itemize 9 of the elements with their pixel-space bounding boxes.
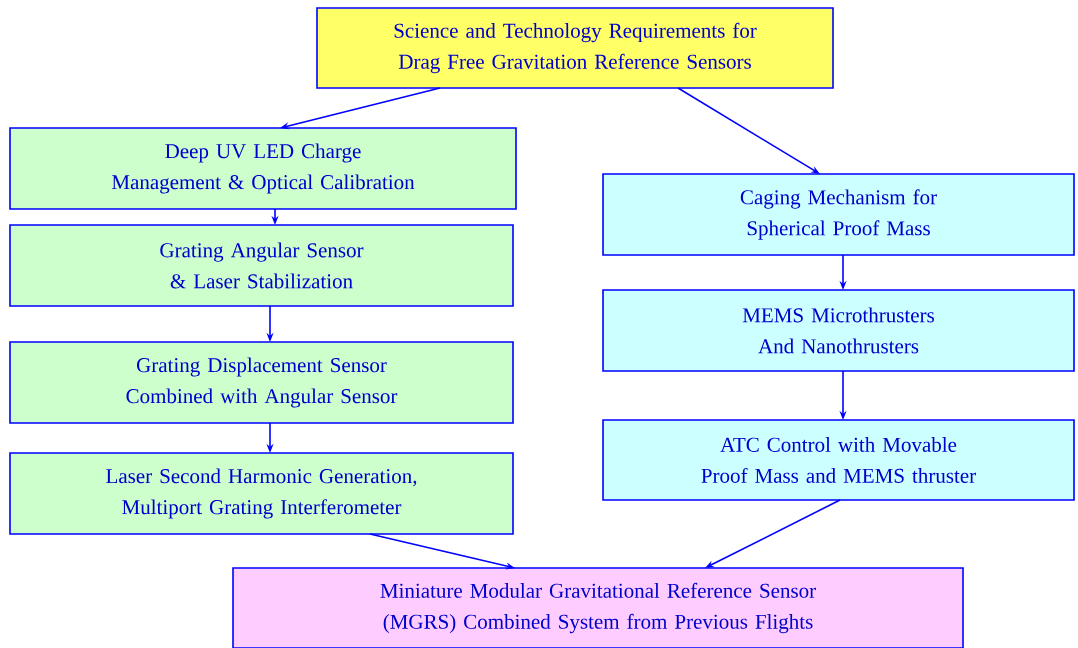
process-box: MEMS Microthrusters And Nanothrusters <box>602 289 1075 372</box>
process-box: Caging Mechanism for Spherical Proof Mass <box>602 173 1075 256</box>
process-box: Grating Angular Sensor & Laser Stabilization <box>9 224 514 307</box>
process-box: Deep UV LED Charge Management & Optical Calibration <box>9 127 517 210</box>
process-box: Grating Displacement Sensor Combined with Angular Sensor <box>9 341 514 424</box>
process-box: Miniature Modular Gravitational Reference Sensor (MGRS) Combined System from Previous Flights <box>232 567 964 648</box>
process-box: Science and Technology Requirements for Drag Free Gravitation Reference Sensors <box>316 7 834 89</box>
process-box: Laser Second Harmonic Generation, Multiport Grating Interferometer <box>9 452 514 535</box>
process-box: ATC Control with Movable Proof Mass and MEMS thruster <box>602 419 1075 501</box>
